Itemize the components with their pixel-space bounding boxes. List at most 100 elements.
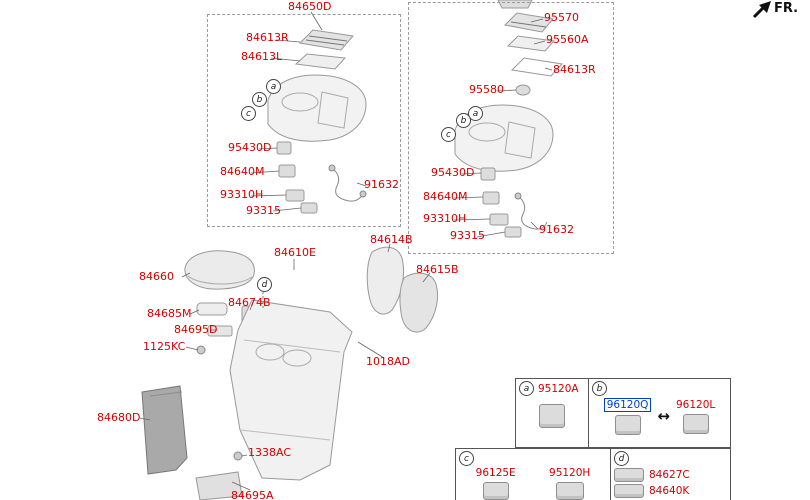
part-label-84613r-right[interactable]: 84613R	[553, 63, 596, 76]
part-84685m-mat	[196, 302, 228, 316]
panel-detail	[149, 391, 183, 397]
part-93310h-left	[285, 189, 305, 202]
cupholder-detail	[255, 343, 285, 361]
part-thumb-84640k	[614, 484, 644, 498]
part-label-1018ad[interactable]: 1018AD	[366, 355, 410, 368]
part-label-84695d[interactable]: 84695D	[174, 323, 218, 336]
reference-table-row-1: a 95120A b 96120Q ↔ 96120L	[515, 378, 731, 448]
cupholder-detail	[282, 349, 312, 367]
console-detail	[239, 429, 331, 441]
table-cell-d[interactable]: d 84627C 84640K	[610, 448, 731, 500]
part-91632-harness-right	[517, 195, 548, 230]
part-label-84640m-left[interactable]: 84640M	[220, 165, 265, 178]
part-label-96120l[interactable]: 96120L	[675, 399, 716, 411]
part-label-84640m-right[interactable]: 84640M	[423, 190, 468, 203]
part-label-84695a[interactable]: 84695A	[231, 489, 274, 500]
part-label-84640k[interactable]: 84640K	[649, 485, 690, 497]
console-detail	[243, 339, 341, 353]
part-84695a-bracket	[195, 471, 243, 500]
part-84695d	[207, 325, 233, 337]
cover-detail	[468, 122, 506, 142]
part-label-91632-left[interactable]: 91632	[364, 178, 399, 191]
part-84610e-console-body	[229, 299, 353, 481]
part-thumb-95120h	[555, 482, 584, 500]
part-1125kc-bolt	[196, 345, 206, 355]
callout-a-left: a	[266, 79, 281, 94]
part-label-93315-right[interactable]: 93315	[450, 229, 485, 242]
callout-d-table: d	[614, 451, 629, 466]
part-label-95430d-right[interactable]: 95430D	[431, 166, 475, 179]
harness-connector	[328, 164, 336, 172]
harness-connector	[514, 192, 522, 200]
table-cell-a[interactable]: a 95120A	[515, 378, 589, 448]
part-95560a-mat	[506, 35, 556, 52]
part-label-91632-right[interactable]: 91632	[539, 223, 574, 236]
part-label-96120q-selected[interactable]: 96120Q	[603, 398, 652, 412]
part-label-84660[interactable]: 84660	[139, 270, 174, 283]
part-label-1338ac[interactable]: 1338AC	[248, 446, 292, 459]
callout-b-right: b	[456, 113, 471, 128]
part-label-95560a[interactable]: 95560A	[546, 33, 589, 46]
part-84613r-frame	[510, 57, 563, 77]
cover-detail	[317, 91, 349, 129]
reference-table-row-2: c 96125E 95120H d 84627C	[455, 448, 731, 500]
callout-b-left: b	[252, 92, 267, 107]
part-label-84627c[interactable]: 84627C	[649, 469, 690, 481]
part-label-93310h-left[interactable]: 93310H	[220, 188, 264, 201]
part-label-84680d[interactable]: 84680D	[97, 411, 141, 424]
swap-arrow-icon: ↔	[657, 407, 670, 425]
part-console-upper-cover-left	[267, 74, 367, 142]
callout-a-right: a	[468, 106, 483, 121]
callout-d-main: d	[257, 277, 272, 292]
part-thumb-96125e	[482, 482, 509, 500]
table-cell-b[interactable]: b 96120Q ↔ 96120L	[588, 378, 731, 448]
part-95430d-right	[480, 167, 496, 181]
cover-detail	[281, 92, 319, 112]
part-label-1125kc[interactable]: 1125KC	[143, 340, 186, 353]
part-label-93315-left[interactable]: 93315	[246, 204, 281, 217]
part-84614b-pad	[366, 246, 405, 315]
part-label-95120a[interactable]: 95120A	[538, 382, 579, 395]
part-95570-tray	[503, 12, 554, 33]
fr-arrow-icon	[752, 1, 771, 19]
part-label-84685m[interactable]: 84685M	[147, 307, 192, 320]
part-84640m-right	[482, 191, 500, 205]
part-thumb-96120q	[614, 415, 641, 435]
part-label-84615b[interactable]: 84615B	[416, 263, 459, 276]
part-84613l-mat	[294, 53, 347, 70]
console-upper-assembly-box-right	[408, 2, 614, 254]
part-label-84674b[interactable]: 84674B	[228, 296, 271, 309]
part-label-96125e[interactable]: 96125E	[475, 467, 516, 479]
console-upper-assembly-box-left	[207, 14, 401, 227]
part-thumb-96120l	[682, 414, 709, 434]
callout-b-table: b	[592, 381, 607, 396]
part-84660-armrest	[184, 250, 255, 290]
part-label-95570[interactable]: 95570	[544, 11, 579, 24]
part-thumb-84627c	[614, 468, 644, 482]
part-label-95430d-left[interactable]: 95430D	[228, 141, 272, 154]
fr-label: FR.	[774, 1, 799, 16]
part-label-84650d[interactable]: 84650D	[288, 0, 332, 13]
harness-connector	[359, 190, 367, 198]
part-label-95120h[interactable]: 95120H	[549, 467, 591, 479]
part-label-84613l[interactable]: 84613L	[241, 50, 283, 63]
table-cell-c[interactable]: c 96125E 95120H	[455, 448, 611, 500]
part-84650d-tray	[298, 29, 354, 51]
part-label-95580[interactable]: 95580	[469, 83, 504, 96]
part-label-84614b[interactable]: 84614B	[370, 233, 413, 246]
leader-lines	[139, 11, 553, 491]
callout-c-table: c	[459, 451, 474, 466]
part-thumb-95120a	[539, 404, 565, 428]
part-label-84613r-left[interactable]: 84613R	[246, 31, 289, 44]
part-1338ac-bolt	[233, 451, 243, 461]
part-93310h-right	[489, 213, 509, 226]
armrest-detail	[187, 275, 253, 285]
part-91632-harness-left	[331, 167, 364, 202]
part-84615b-pad	[399, 272, 439, 333]
callout-c-left: c	[241, 106, 256, 121]
part-label-93310h-right[interactable]: 93310H	[423, 212, 467, 225]
callout-c-right: c	[441, 127, 456, 142]
part-label-84610e[interactable]: 84610E	[274, 246, 316, 259]
